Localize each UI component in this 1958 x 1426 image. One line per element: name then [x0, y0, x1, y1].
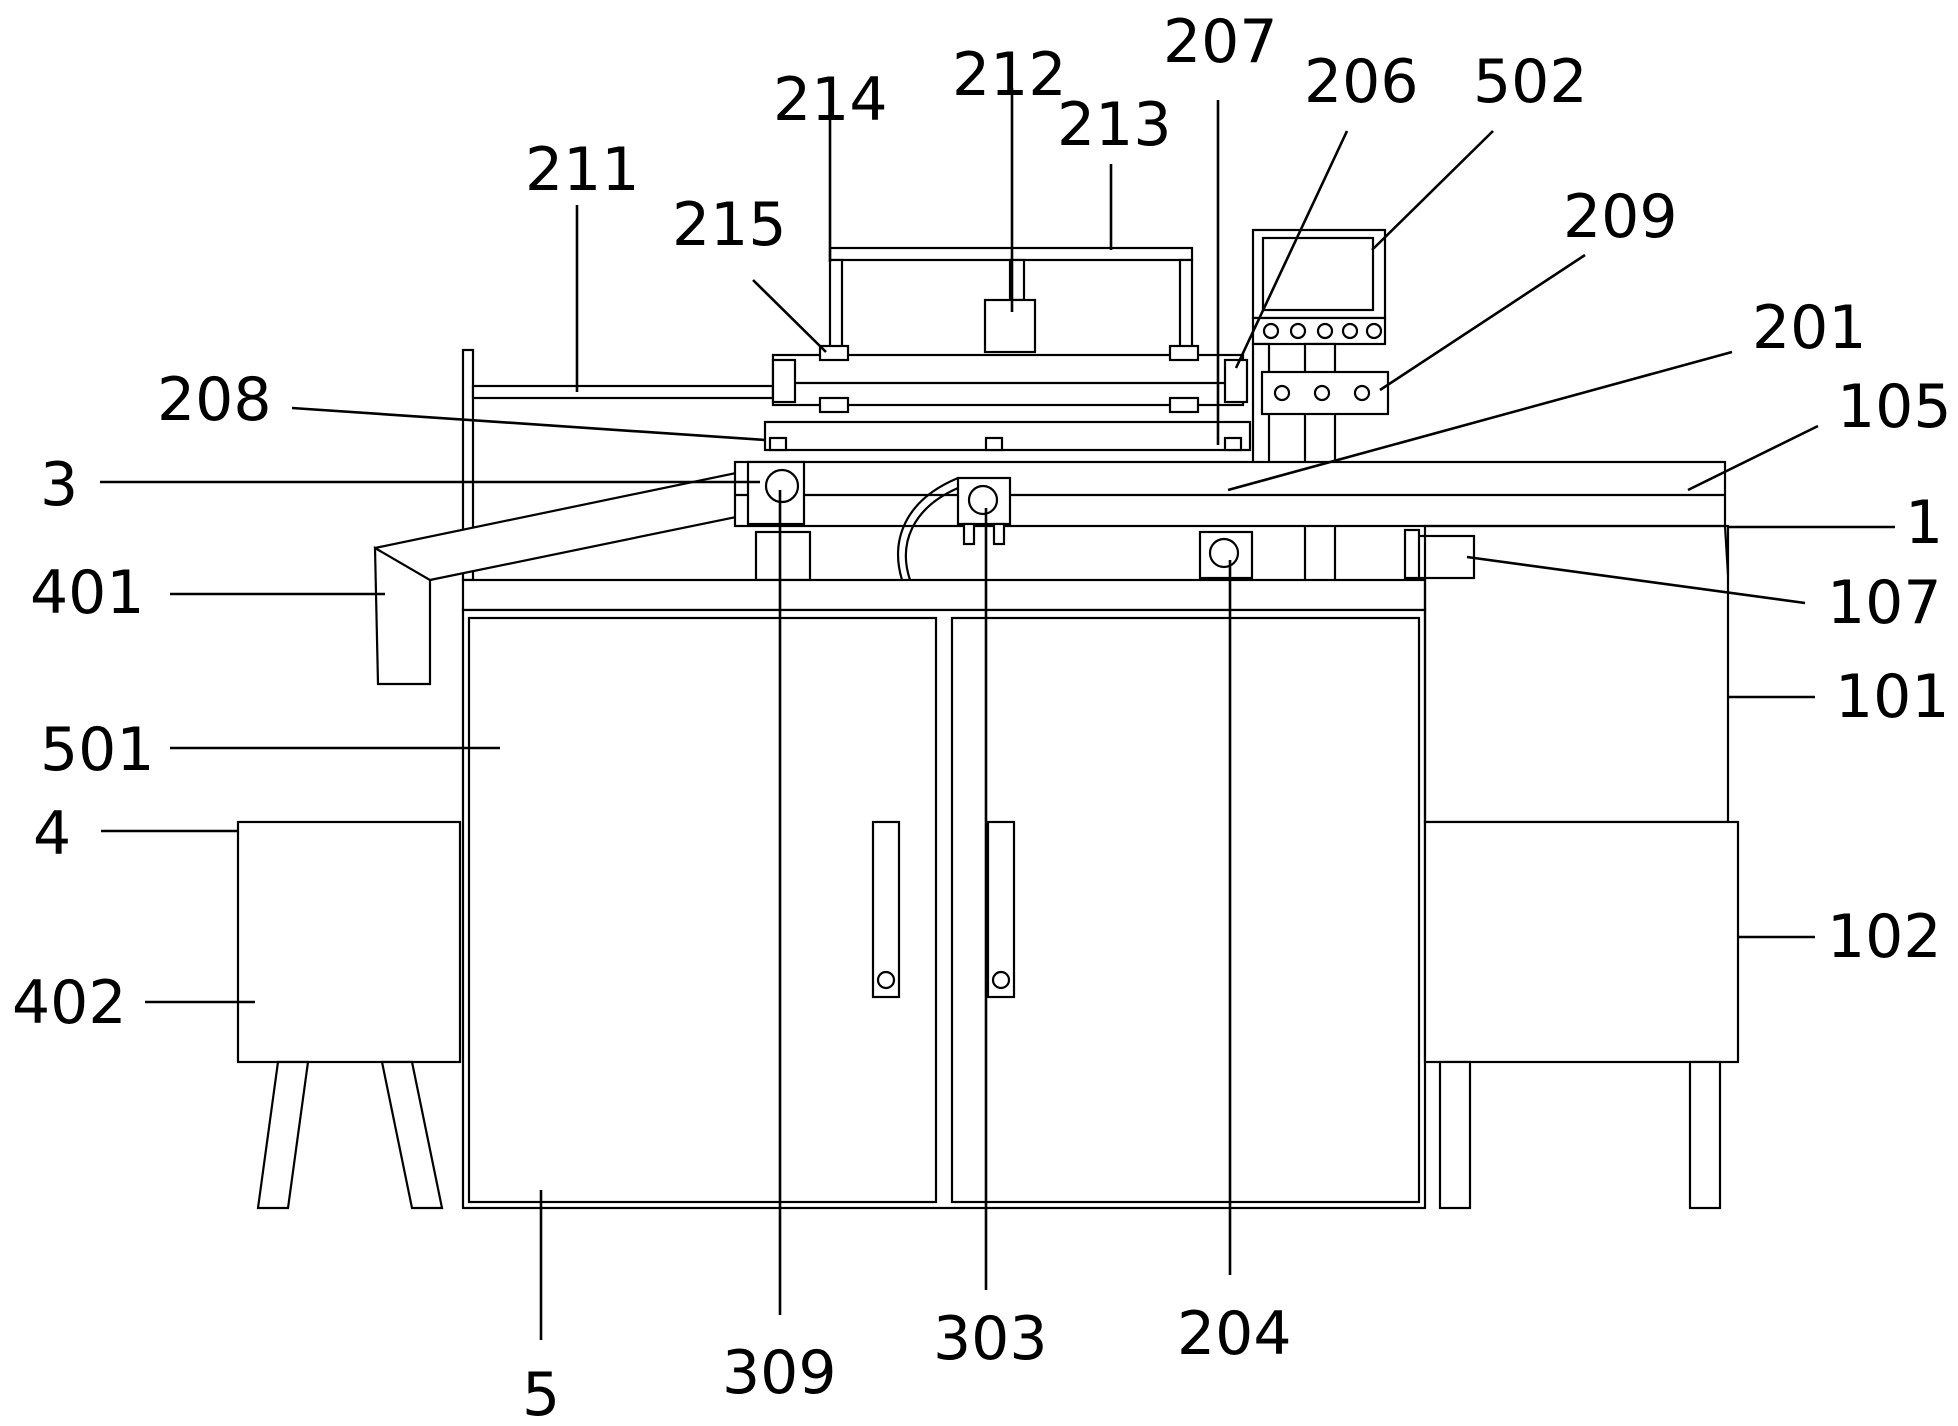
leader-206	[1234, 130, 1349, 369]
bar-208	[763, 420, 1252, 452]
leader-105	[1687, 424, 1819, 492]
bracket-209	[1260, 370, 1390, 416]
label-215: 215	[672, 190, 787, 260]
label-214: 214	[773, 65, 888, 135]
label-209: 209	[1563, 182, 1678, 252]
label-102: 102	[1827, 902, 1942, 972]
label-201: 201	[1752, 293, 1867, 363]
left-box-4	[236, 820, 462, 1210]
leader-lines	[100, 88, 1895, 1340]
reference-labels: 207 212 214 206 502 213 211 215 209 201 …	[12, 7, 1952, 1426]
label-309: 309	[722, 1338, 837, 1408]
base-cabinet-5	[461, 578, 1427, 1210]
label-211: 211	[525, 135, 640, 205]
mechanism-204	[1198, 530, 1254, 580]
label-206: 206	[1304, 47, 1419, 117]
label-1: 1	[1905, 488, 1943, 558]
leader-208	[291, 406, 766, 442]
label-107: 107	[1827, 568, 1942, 638]
label-3: 3	[40, 450, 78, 520]
label-401: 401	[30, 558, 145, 628]
leader-209	[1379, 253, 1586, 392]
label-402: 402	[12, 968, 127, 1038]
mechanism-303	[897, 476, 1012, 581]
machine-line-art	[236, 228, 1740, 1210]
discharge-chute-401	[373, 466, 772, 686]
right-box-102	[1423, 820, 1740, 1210]
label-208: 208	[157, 365, 272, 435]
label-502: 502	[1473, 47, 1588, 117]
label-501: 501	[40, 715, 155, 785]
label-213: 213	[1057, 90, 1172, 160]
label-4: 4	[33, 799, 71, 869]
side-mount-107	[1403, 528, 1476, 580]
leader-201	[1227, 350, 1733, 492]
mechanism-3-309	[746, 460, 812, 582]
leader-502	[1371, 130, 1494, 251]
label-303: 303	[933, 1304, 1048, 1374]
rod-211	[471, 384, 775, 400]
label-204: 204	[1177, 1299, 1292, 1369]
label-212: 212	[952, 40, 1067, 110]
label-105: 105	[1837, 372, 1952, 442]
label-101: 101	[1835, 662, 1950, 732]
carriage-206	[771, 344, 1249, 414]
label-5: 5	[522, 1360, 560, 1426]
table-top-105	[733, 460, 1730, 576]
label-207: 207	[1163, 7, 1278, 77]
leader-107	[1466, 555, 1806, 605]
leader-215	[752, 279, 827, 353]
